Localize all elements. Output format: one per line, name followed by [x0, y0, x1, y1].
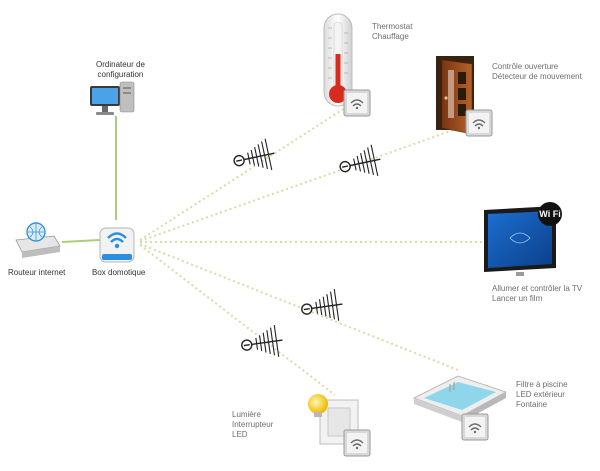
hub-icon[interactable]	[99, 227, 135, 263]
pool-icon[interactable]	[412, 375, 508, 422]
computer-label: Ordinateur de configuration	[96, 60, 145, 79]
wireless-links	[139, 107, 482, 396]
hub-label: Box domotique	[92, 268, 146, 277]
antenna-icon	[241, 325, 283, 357]
wifi-module-pool	[461, 413, 489, 441]
wifi-module-thermostat	[343, 89, 371, 117]
light-label: Lumière Interrupteur LED	[232, 410, 274, 439]
wifi-badge: Wi Fi	[538, 202, 562, 226]
link-router-hub	[61, 239, 101, 243]
wifi-module-door	[465, 109, 493, 137]
antenna-icon	[301, 289, 343, 321]
wifi-badge-text: Wi Fi	[539, 209, 560, 219]
tv-label: Allumer et contrôler la TV Lancer un fil…	[492, 284, 583, 303]
link-hub-door	[139, 126, 463, 242]
computer-icon[interactable]	[90, 81, 135, 115]
antenna-icon	[339, 144, 381, 177]
wifi-module-light	[343, 429, 371, 457]
door-label: Contrôle ouverture Détecteur de mouvemen…	[492, 62, 582, 81]
link-hub-light	[139, 244, 336, 396]
antenna-icon	[233, 138, 275, 171]
door-icon[interactable]	[436, 56, 474, 135]
thermostat-label: Thermostat Chauffage	[372, 22, 413, 41]
pool-label: Filtre à piscine LED extérieur Fontaine	[516, 380, 568, 409]
wired-links	[61, 116, 117, 243]
router-icon[interactable]	[15, 222, 61, 258]
router-label: Routeur internet	[8, 268, 66, 277]
link-hub-pool	[139, 243, 459, 371]
light-switch-icon[interactable]	[308, 394, 359, 445]
thermometer-icon[interactable]	[323, 13, 353, 107]
link-hub-thermostat	[139, 107, 346, 241]
tv-icon[interactable]	[484, 206, 556, 276]
